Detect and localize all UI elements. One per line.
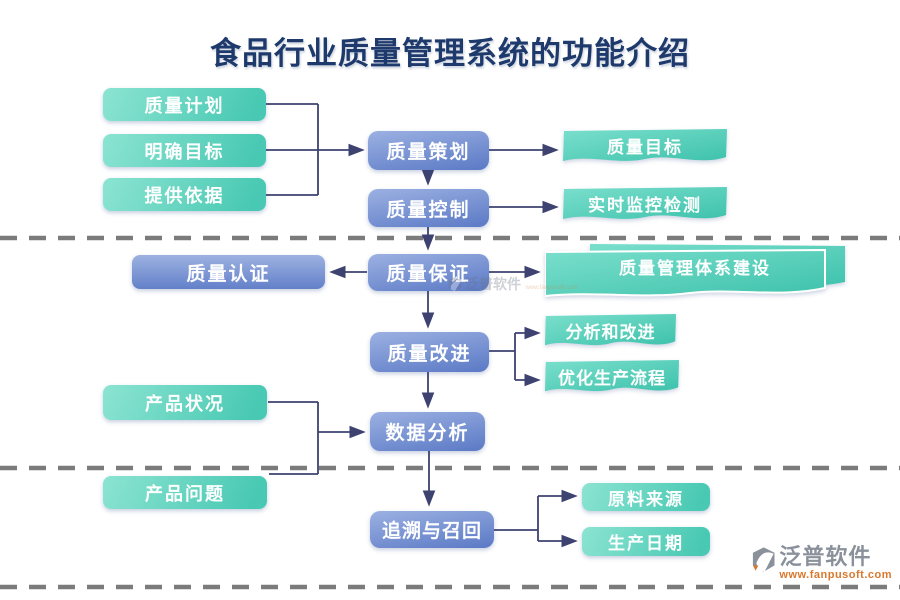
node-product-issues: 产品问题 [103,476,267,509]
node-realtime-monitoring: 实时监控检测 [563,187,727,227]
node-product-status: 产品状况 [103,385,267,420]
node-data-analysis: 数据分析 [370,412,485,451]
document-shape [545,360,679,392]
node-provide-basis: 提供依据 [103,178,266,211]
node-quality-plan: 质量计划 [103,88,266,121]
node-quality-improvement: 质量改进 [370,332,489,372]
node-quality-planning: 质量策划 [368,131,489,170]
node-material-source: 原料来源 [582,483,710,511]
node-production-date: 生产日期 [582,527,710,556]
page-title: 食品行业质量管理系统的功能介绍 [210,36,690,71]
document-shape [563,129,727,161]
brand-name: 泛普软件 [779,544,872,569]
brand-watermark: 泛普软件 www.fanpusoft.com [752,546,892,581]
node-quality-certification: 质量认证 [132,255,325,289]
center-watermark-url: www.fanpusoft.com [525,285,578,291]
node-quality-objectives: 质量目标 [563,129,727,169]
center-watermark: 泛普软件 www.fanpusoft.com [448,274,577,294]
stacked-document-shape [545,244,845,298]
node-analysis-improvement: 分析和改进 [545,314,676,353]
fanpu-logo-icon [752,547,775,572]
section-divider-lines [0,235,900,590]
node-quality-assurance: 质量保证 [368,254,489,291]
node-clear-goals: 明确目标 [103,134,266,167]
node-optimize-production: 优化生产流程 [545,360,679,399]
fanpu-logo-icon [448,277,462,291]
brand-url: www.fanpusoft.com [779,569,892,581]
node-quality-control: 质量控制 [368,189,489,227]
center-watermark-brand: 泛普软件 [465,276,521,292]
node-trace-recall: 追溯与召回 [370,511,494,548]
node-qms-construction: 质量管理体系建设 [545,242,845,302]
document-shape [545,314,676,346]
document-shape [563,187,727,219]
